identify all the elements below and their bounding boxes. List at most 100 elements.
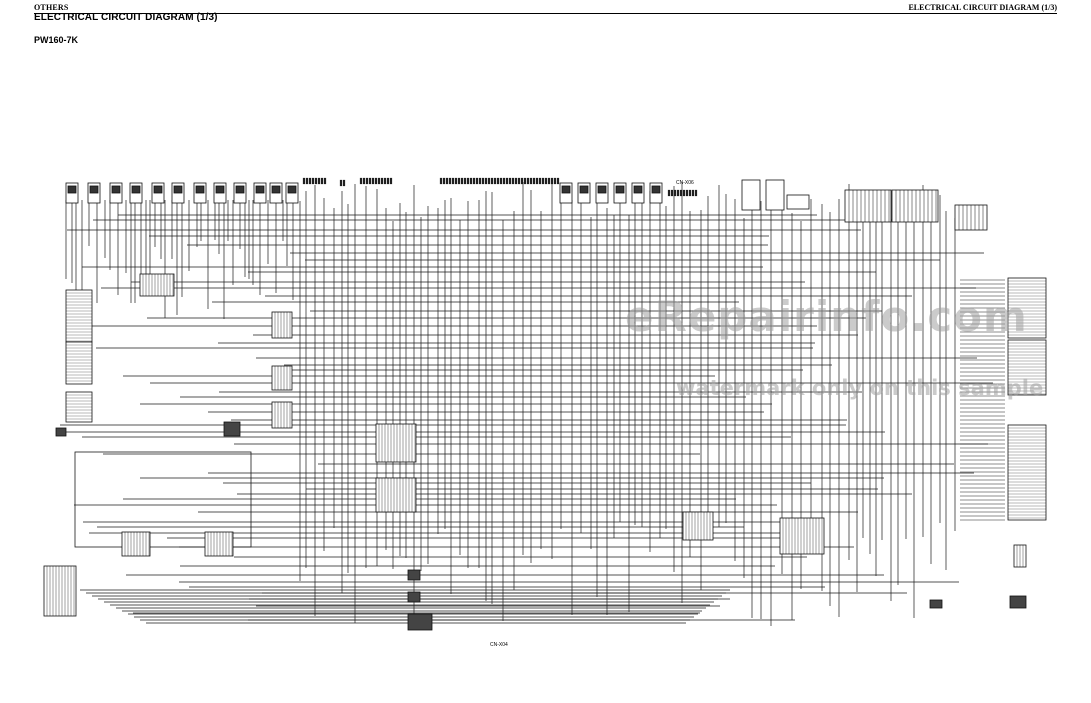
header-rule xyxy=(34,13,1057,14)
connector-block xyxy=(121,531,151,557)
pin xyxy=(302,177,306,185)
block-connector xyxy=(844,189,892,223)
pin xyxy=(541,177,545,185)
small-device xyxy=(55,427,67,437)
block-connector xyxy=(891,189,939,223)
small-device xyxy=(407,569,421,581)
pin xyxy=(556,177,560,185)
pin xyxy=(314,177,318,185)
pin xyxy=(550,177,554,185)
pin xyxy=(520,177,524,185)
relay-box xyxy=(786,194,810,210)
section-label-right: ELECTRICAL CIRCUIT DIAGRAM (1/3) xyxy=(908,3,1057,12)
connector-pin xyxy=(67,185,77,194)
watermark-primary: eRepairinfo.com xyxy=(625,292,1028,341)
pin xyxy=(323,177,327,185)
wire-layer xyxy=(60,182,1005,626)
connector-pin xyxy=(579,185,589,194)
terminal-list xyxy=(1007,339,1047,396)
pin xyxy=(487,177,491,185)
bottom-connector-label: CN-X04 xyxy=(490,642,508,648)
relay-box xyxy=(765,179,785,211)
pin xyxy=(502,177,506,185)
pin xyxy=(508,177,512,185)
pin xyxy=(448,177,452,185)
pin xyxy=(359,177,363,185)
pin xyxy=(682,189,686,197)
connector-pin xyxy=(651,185,661,194)
connector-pin xyxy=(615,185,625,194)
pin xyxy=(484,177,488,185)
small-device xyxy=(407,613,433,631)
connector-pin xyxy=(255,185,265,194)
pin xyxy=(505,177,509,185)
pin xyxy=(673,189,677,197)
pin xyxy=(445,177,449,185)
pin xyxy=(499,177,503,185)
pin xyxy=(490,177,494,185)
small-device xyxy=(407,591,421,603)
pin xyxy=(517,177,521,185)
pin xyxy=(463,177,467,185)
relay-box xyxy=(741,179,761,211)
top-center-label: CN-X06 xyxy=(676,180,694,186)
pin xyxy=(311,177,315,185)
pin xyxy=(694,189,698,197)
connector-pin xyxy=(235,185,245,194)
pin xyxy=(670,189,674,197)
pin xyxy=(553,177,557,185)
connector-block xyxy=(43,565,77,617)
connector-block xyxy=(375,477,417,513)
pin xyxy=(317,177,321,185)
connector-pin xyxy=(111,185,121,194)
pin xyxy=(460,177,464,185)
pin xyxy=(526,177,530,185)
pin xyxy=(478,177,482,185)
pin xyxy=(475,177,479,185)
pin xyxy=(380,177,384,185)
pin xyxy=(342,179,346,187)
pin xyxy=(544,177,548,185)
pin xyxy=(514,177,518,185)
connector-pin xyxy=(561,185,571,194)
terminal-list xyxy=(1007,424,1047,521)
connector-pin xyxy=(215,185,225,194)
watermark-secondary: watermark only on this sample xyxy=(676,376,1044,400)
connector-block xyxy=(204,531,234,557)
controller-pin-list xyxy=(65,289,93,343)
pin xyxy=(667,189,671,197)
pin xyxy=(377,177,381,185)
pin xyxy=(481,177,485,185)
pin xyxy=(386,177,390,185)
pin xyxy=(679,189,683,197)
connector-pin xyxy=(633,185,643,194)
pin xyxy=(389,177,393,185)
model-label: PW160-7K xyxy=(34,35,79,45)
pin xyxy=(676,189,680,197)
pin xyxy=(442,177,446,185)
pin xyxy=(535,177,539,185)
pin xyxy=(368,177,372,185)
small-device xyxy=(929,599,943,609)
pin xyxy=(532,177,536,185)
connector-block xyxy=(375,423,417,463)
connector-pin xyxy=(153,185,163,194)
connector-pin xyxy=(287,185,297,194)
pin xyxy=(305,177,309,185)
pin xyxy=(451,177,455,185)
connector-pin xyxy=(131,185,141,194)
sub-harness-box xyxy=(74,451,252,548)
pin xyxy=(362,177,366,185)
pin xyxy=(466,177,470,185)
pin xyxy=(339,179,343,187)
connector-pin xyxy=(173,185,183,194)
pin xyxy=(685,189,689,197)
pin xyxy=(496,177,500,185)
connector-block xyxy=(139,273,175,297)
pin xyxy=(439,177,443,185)
connector-block xyxy=(779,517,825,555)
small-device xyxy=(1009,595,1027,609)
pin xyxy=(365,177,369,185)
pin xyxy=(469,177,473,185)
